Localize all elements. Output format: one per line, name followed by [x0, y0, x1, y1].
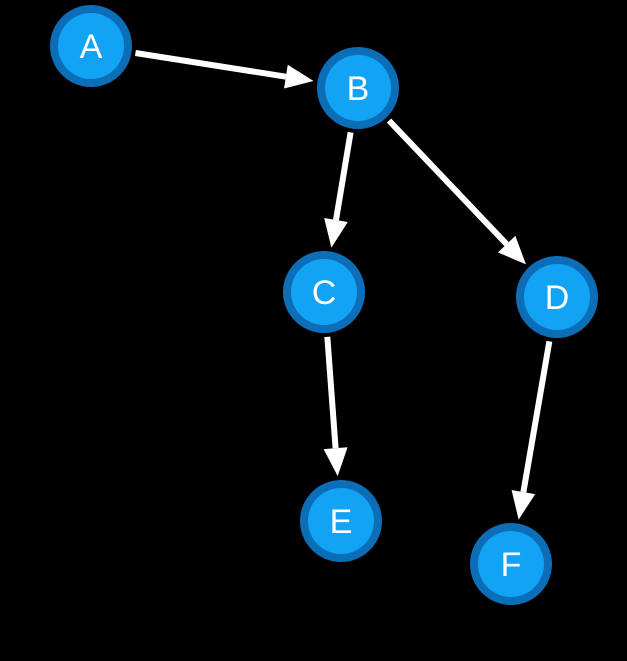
graph-edge-b-to-c[interactable] [324, 131, 354, 248]
node-label-c: C [312, 274, 337, 312]
node-label-b: B [347, 70, 370, 108]
graph-node-e[interactable]: E [300, 480, 382, 562]
graph-node-f[interactable]: F [470, 523, 552, 605]
edge-line [324, 336, 339, 449]
nodes-layer: A B C D E F [50, 5, 598, 605]
arrow-head-icon [324, 218, 348, 248]
arrow-head-icon [323, 447, 348, 477]
node-label-d: D [545, 279, 570, 317]
edge-line [333, 131, 354, 221]
graph-edge-a-to-b[interactable] [134, 50, 314, 89]
edge-line [386, 118, 509, 247]
edge-line [134, 50, 287, 80]
graph-node-b[interactable]: B [317, 47, 399, 129]
graph-node-d[interactable]: D [516, 256, 598, 338]
node-core [58, 13, 124, 79]
graph-edge-d-to-f[interactable] [511, 340, 553, 520]
arrow-head-icon [284, 64, 314, 89]
node-label-a: A [80, 28, 103, 66]
edges-layer [134, 50, 553, 520]
arrow-head-icon [497, 235, 526, 265]
arrow-head-icon [511, 490, 536, 520]
node-core [308, 488, 374, 554]
graph-node-a[interactable]: A [50, 5, 132, 87]
edge-line [520, 340, 553, 493]
node-core [291, 259, 357, 325]
node-core [524, 264, 590, 330]
node-core [325, 55, 391, 121]
graph-node-c[interactable]: C [283, 251, 365, 333]
node-label-e: E [330, 503, 353, 541]
graph-edge-c-to-e[interactable] [323, 336, 348, 477]
graph-edge-b-to-d[interactable] [386, 118, 526, 265]
node-label-f: F [501, 546, 522, 584]
node-core [478, 531, 544, 597]
